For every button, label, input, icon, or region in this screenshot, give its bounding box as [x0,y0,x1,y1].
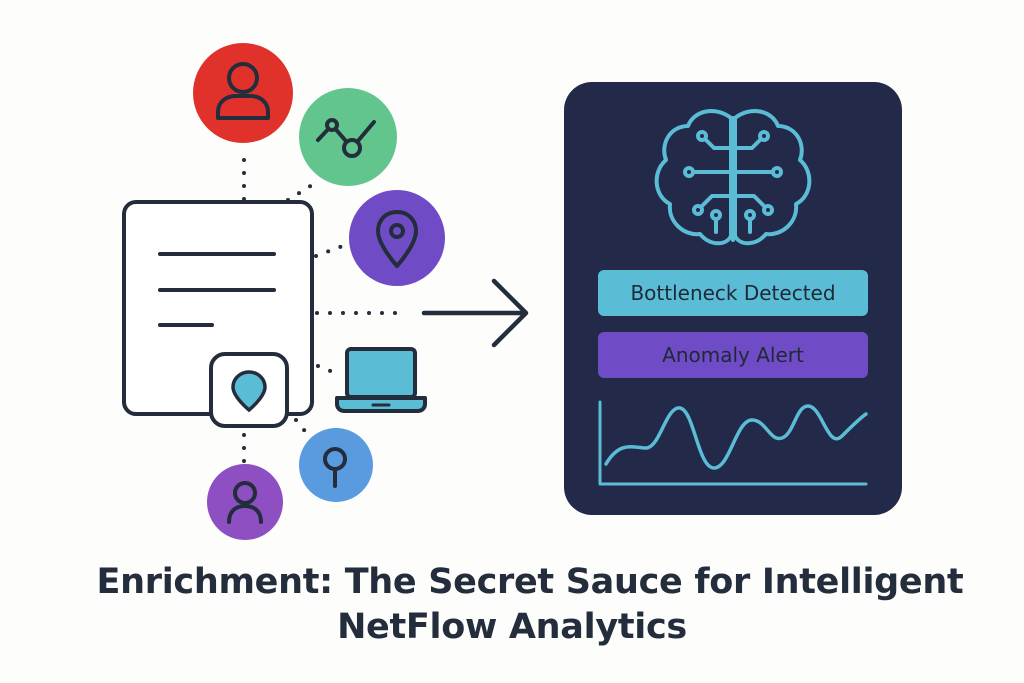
laptop-icon [335,347,427,413]
drop-pin-icon [231,370,267,413]
connector-magnifier [294,418,314,442]
anomaly-alert-badge: Anomaly Alert [662,343,804,367]
connector-laptop [316,364,340,376]
page-title-line-1: Enrichment: The Secret Sauce for Intelli… [96,562,964,602]
waveform-icon [598,400,868,486]
arrow-right-icon [421,278,529,348]
bottleneck-detected-badge: Bottleneck Detected [630,281,836,305]
connector-lines [242,158,402,472]
brain-circuit-icon [654,109,812,246]
location-pin-icon [349,190,445,286]
waveform-axes [598,400,868,486]
magnifier-icon [299,428,373,502]
bottleneck-badge-bg [598,270,868,316]
page-title-line-2: NetFlow Analytics [337,607,687,647]
user-icon [207,464,283,540]
user-icon [193,43,293,143]
enrichment-tag-icon [209,352,289,428]
connector-pin [314,242,350,258]
chart-line-icon [299,88,397,186]
anomaly-badge-bg [598,332,868,378]
waveform-line [604,404,868,470]
connector-chart [286,183,314,202]
analytics-panel [564,82,902,515]
